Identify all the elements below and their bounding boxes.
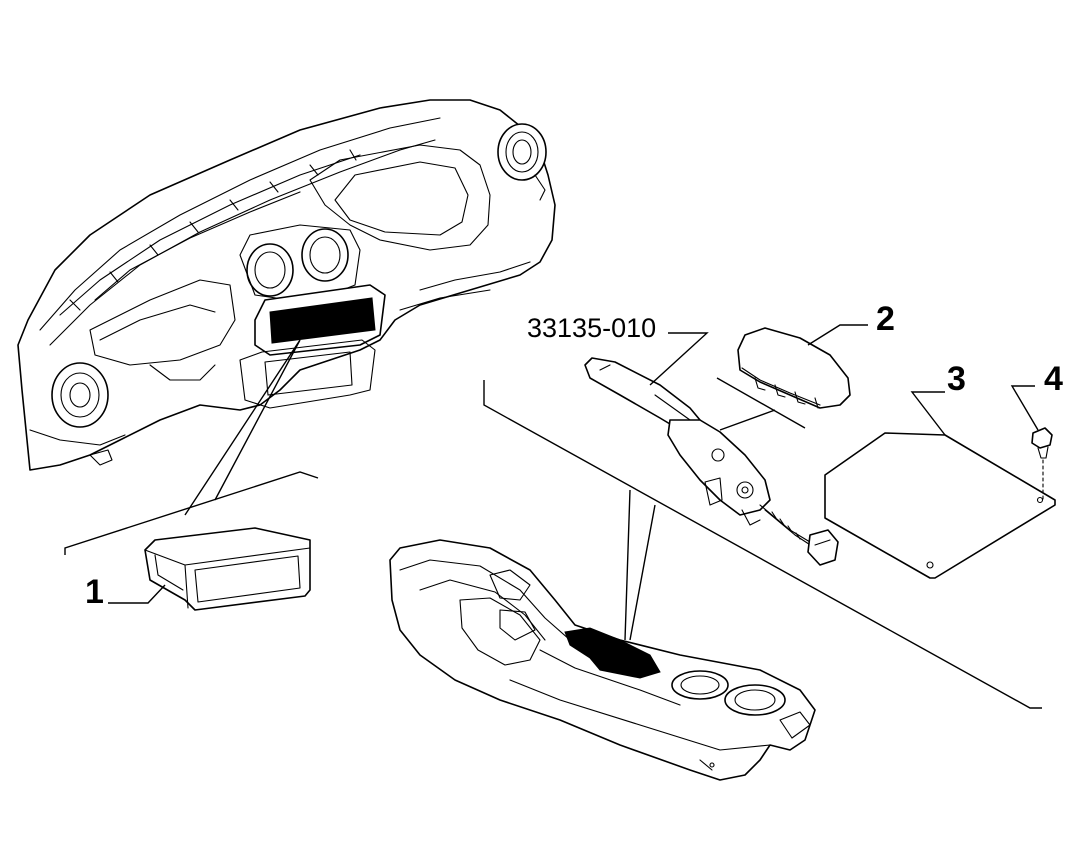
- callout-1-label: 1: [85, 573, 104, 611]
- handbrake-lever: [584, 357, 839, 566]
- callout-4-label: 4: [1044, 360, 1063, 398]
- center-console-assembly: [389, 539, 816, 781]
- part-3-panel: [824, 432, 1056, 579]
- part-4-clip: [1031, 427, 1053, 501]
- part-1-storage-tray: [144, 527, 311, 611]
- part-number-label: 33135-010: [527, 313, 656, 343]
- callout-3-label: 3: [947, 360, 966, 398]
- part-2-lever-cover: [737, 327, 851, 409]
- callout-2-label: 2: [876, 300, 895, 338]
- leader-lines: [64, 324, 1042, 709]
- dashboard-assembly: [17, 99, 556, 471]
